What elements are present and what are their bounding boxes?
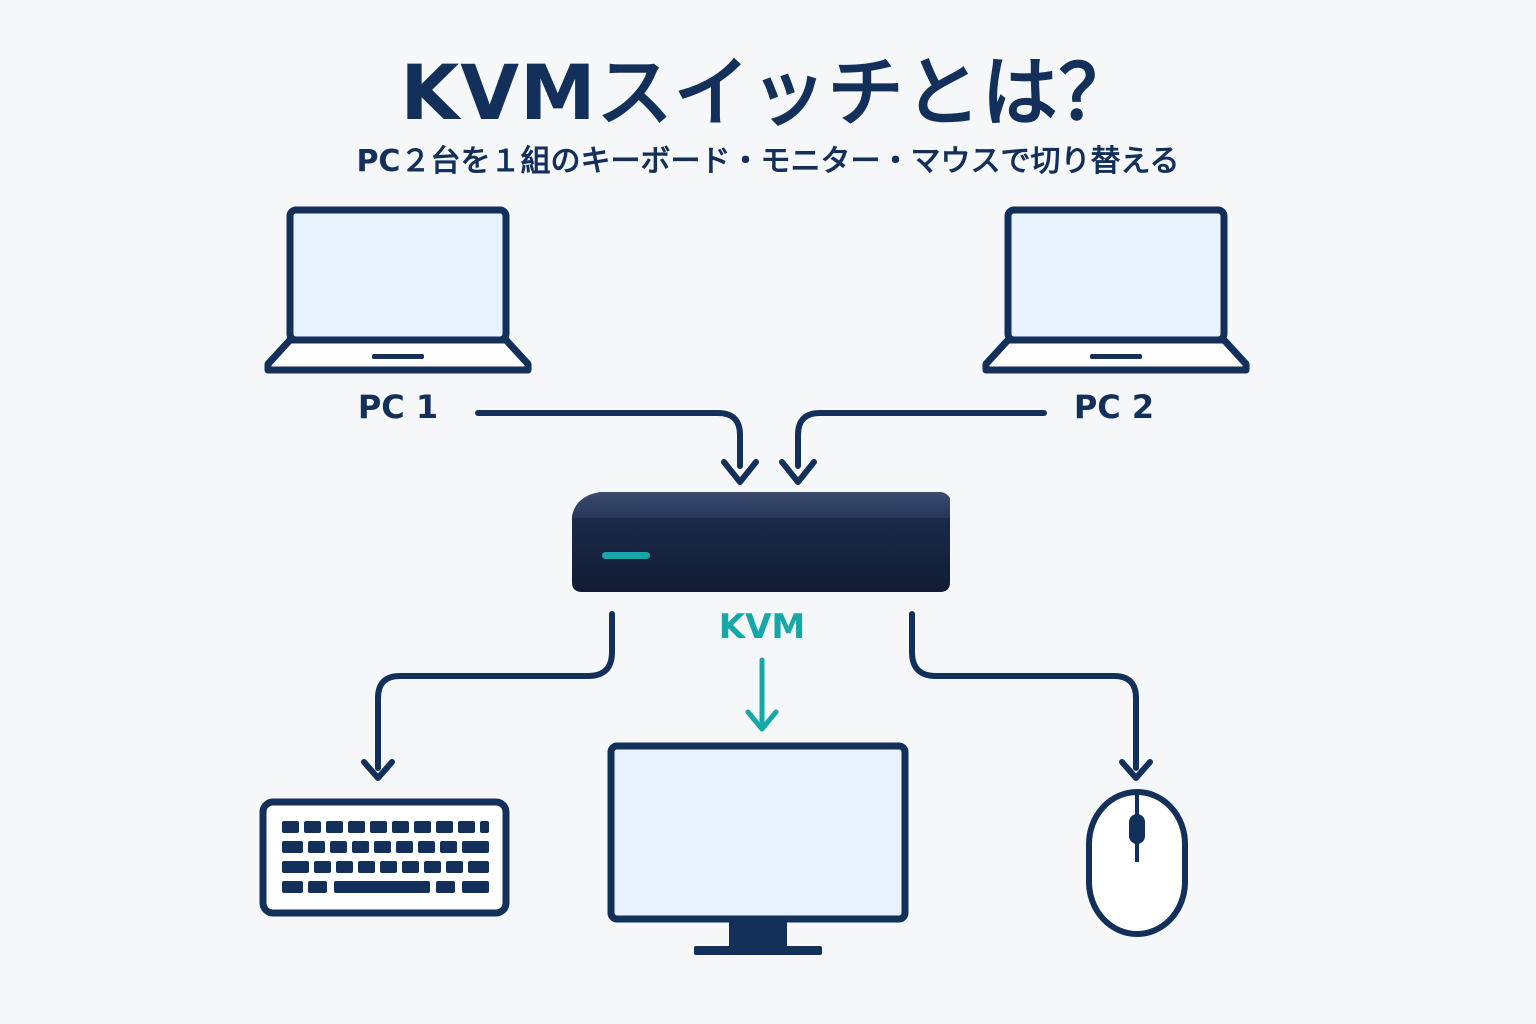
kvm-switch-icon	[572, 492, 950, 592]
pc2-label: PC 2	[1074, 388, 1154, 426]
page-title: KVMスイッチとは？	[400, 48, 1136, 137]
pc1-laptop-icon	[264, 206, 532, 374]
pc2-laptop-icon	[982, 206, 1250, 374]
keyboard-icon	[259, 798, 510, 917]
page-subtitle: PC２台を１組のキーボード・モニター・マウスで切り替える	[356, 144, 1180, 179]
mouse-wheel	[1129, 814, 1145, 844]
kvm-to-keyboard-connector	[361, 611, 615, 781]
pc2-connector	[779, 410, 1047, 485]
pc1-label: PC 1	[358, 388, 438, 426]
kvm-status-led	[602, 552, 650, 559]
mouse-icon	[1086, 789, 1188, 937]
kvm-to-monitor-connector	[745, 657, 779, 732]
kvm-to-mouse-connector	[909, 611, 1153, 781]
kvm-label: KVM	[719, 607, 806, 647]
pc1-connector	[475, 410, 759, 485]
monitor-icon	[607, 742, 909, 955]
